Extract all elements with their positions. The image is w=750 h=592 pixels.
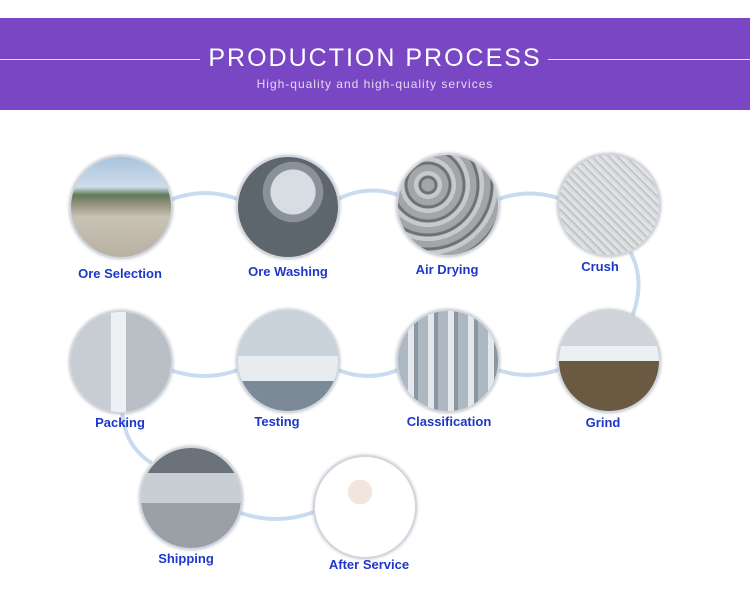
step-label-ore-washing: Ore Washing [208,264,368,279]
testing-photo [236,309,340,413]
flow-line-5-6 [498,370,558,375]
step-testing [236,309,340,413]
flow-line-7-8 [170,370,238,376]
step-label-air-drying: Air Drying [367,262,527,277]
step-label-crush: Crush [520,259,680,274]
flow-line-6-7 [338,370,398,376]
ore-selection-photo [69,155,173,259]
packing-photo [69,310,173,414]
step-label-packing: Packing [40,415,200,430]
step-shipping [139,446,243,550]
classification-photo [396,309,500,413]
after-service-photo [313,455,417,559]
step-air-drying [396,153,500,257]
shipping-photo [139,446,243,550]
air-drying-photo [396,153,500,257]
step-label-ore-selection: Ore Selection [40,266,200,281]
flow-line-3-4 [496,193,558,200]
flow-line-2-3 [336,191,398,200]
step-label-testing: Testing [197,414,357,429]
step-label-classification: Classification [369,414,529,429]
step-label-grind: Grind [523,415,683,430]
step-ore-selection [69,155,173,259]
step-crush [557,153,661,257]
step-label-shipping: Shipping [106,551,266,566]
flow-line-1-2 [170,193,240,200]
step-label-after-service: After Service [289,557,449,572]
step-classification [396,309,500,413]
grind-photo [557,309,661,413]
flow-line-9-10 [238,512,314,519]
crush-photo [557,153,661,257]
step-packing [69,310,173,414]
step-ore-washing [236,155,340,259]
step-after-service [313,455,417,559]
step-grind [557,309,661,413]
ore-washing-photo [236,155,340,259]
